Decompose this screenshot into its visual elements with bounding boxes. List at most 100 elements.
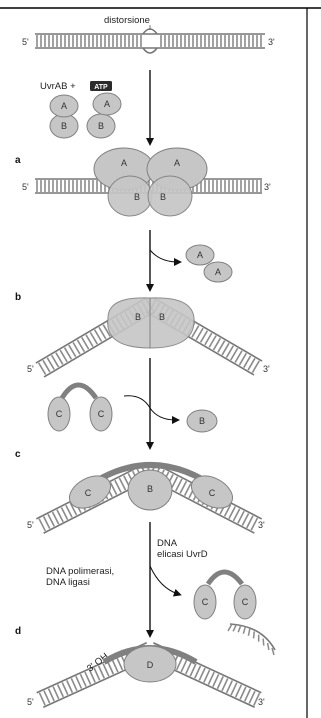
base-pair xyxy=(181,660,187,672)
base-pair xyxy=(80,674,86,686)
base-pair xyxy=(248,358,255,370)
step-a-uvrab-complex: A A B B xyxy=(94,148,207,216)
base-pair xyxy=(190,664,196,676)
base-pair xyxy=(82,337,89,349)
excision-arrow xyxy=(150,566,178,594)
three-prime-label-a: 3' xyxy=(264,182,271,192)
base-pair xyxy=(95,330,102,342)
three-prime-label-d: 3' xyxy=(258,697,265,707)
subunit-c-label: C xyxy=(56,409,63,419)
subunit-b-label: B xyxy=(147,484,153,494)
oligo-base xyxy=(263,639,264,646)
base-pair xyxy=(112,660,118,672)
subunit-c-label: C xyxy=(202,597,209,607)
base-pair xyxy=(214,338,221,350)
base-pair xyxy=(217,676,223,688)
released-uvrb: B xyxy=(187,410,217,432)
base-pair xyxy=(222,678,228,690)
base-pair xyxy=(47,358,54,370)
base-pair xyxy=(71,678,77,690)
base-pair xyxy=(119,478,125,490)
step-a-label: a xyxy=(15,155,21,166)
base-pair xyxy=(245,689,251,701)
base-pair xyxy=(218,341,225,353)
base-pair xyxy=(204,670,210,682)
base-pair xyxy=(53,512,59,524)
polymerase-label-line1: DNA polimerasi, xyxy=(46,566,114,577)
base-pair xyxy=(85,672,91,684)
step-c-label: c xyxy=(15,449,21,460)
oligo-base xyxy=(228,624,232,631)
base-pair xyxy=(52,355,59,367)
damaged-dna xyxy=(35,29,265,53)
oligo-base xyxy=(268,643,269,650)
base-pair xyxy=(231,683,237,695)
base-pair xyxy=(66,505,72,517)
subunit-d-label: D xyxy=(147,660,154,670)
released-uvra: A A xyxy=(186,245,232,282)
base-pair xyxy=(196,328,203,340)
oligo-base xyxy=(248,629,249,636)
subunit-b-label: B xyxy=(199,416,205,426)
uvrab-label: UvrAB + xyxy=(40,81,76,92)
step-c-uvrbc-complex: C B C xyxy=(64,465,238,515)
base-pair xyxy=(39,363,46,375)
base-pair xyxy=(240,687,246,699)
base-pair xyxy=(231,348,238,360)
base-pair xyxy=(43,360,50,372)
base-pair xyxy=(108,662,114,674)
step-b-uvrb-dimer: B B xyxy=(108,298,194,348)
base-pair xyxy=(227,681,233,693)
base-pair xyxy=(185,484,191,496)
base-pair xyxy=(233,509,239,521)
uvrc-pair-incoming: C C xyxy=(48,385,112,431)
base-pair xyxy=(117,658,123,670)
step-d-label: d xyxy=(15,626,21,637)
step-d-repair-complex: D xyxy=(104,646,196,682)
base-pair xyxy=(49,689,55,701)
subunit-b-label: B xyxy=(160,192,166,202)
five-prime-label-a: 5' xyxy=(22,182,29,192)
oligo-base xyxy=(243,627,245,634)
base-pair xyxy=(229,507,235,519)
subunit-a-label: A xyxy=(104,99,110,109)
base-pair xyxy=(199,668,205,680)
subunit-a-label: A xyxy=(197,250,203,260)
subunit-c-label: C xyxy=(85,488,92,498)
base-pair xyxy=(39,693,45,705)
subunit-c-label: C xyxy=(242,597,249,607)
subunit-b-label: B xyxy=(159,312,165,322)
base-pair xyxy=(77,340,84,352)
five-prime-label-top: 5' xyxy=(22,37,29,47)
base-pair xyxy=(90,332,97,344)
subunit-b-label: B xyxy=(135,312,141,322)
base-pair xyxy=(213,674,219,686)
base-pair xyxy=(235,351,242,363)
base-pair xyxy=(44,691,50,703)
base-pair xyxy=(176,479,182,491)
polymerase-label-line2: DNA ligasi xyxy=(46,577,90,588)
five-prime-label-b: 5' xyxy=(27,364,34,374)
base-pair xyxy=(73,343,80,355)
oligo-base xyxy=(254,631,255,638)
base-pair xyxy=(69,345,76,357)
base-pair xyxy=(65,348,72,360)
base-pair xyxy=(99,327,106,339)
base-pair xyxy=(61,507,67,519)
subunit-c-label: C xyxy=(209,488,216,498)
uvrc-pair-released: C C xyxy=(194,572,256,619)
base-pair xyxy=(180,481,186,493)
base-pair xyxy=(56,353,63,365)
base-pair xyxy=(58,684,64,696)
five-prime-label-d: 5' xyxy=(27,697,34,707)
base-pair xyxy=(103,664,109,676)
base-pair xyxy=(186,662,192,674)
base-pair xyxy=(251,518,257,530)
base-pair xyxy=(48,514,54,526)
step-b-label: b xyxy=(15,292,21,303)
base-pair xyxy=(44,517,50,529)
base-pair xyxy=(238,511,244,523)
base-pair xyxy=(177,657,183,669)
oligo-base xyxy=(238,625,241,632)
